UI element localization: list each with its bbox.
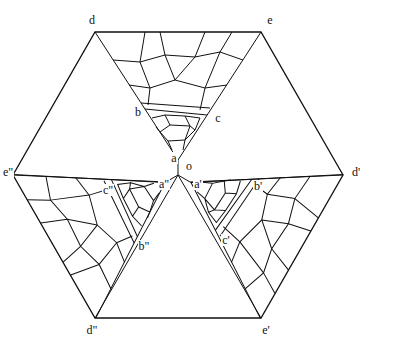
point-label: a' bbox=[193, 178, 203, 190]
point-label: c bbox=[214, 112, 221, 124]
point-label: d' bbox=[351, 166, 361, 178]
point-label: b' bbox=[253, 180, 263, 192]
point-label: b bbox=[134, 106, 142, 118]
point-label: e' bbox=[261, 324, 271, 336]
point-label: b" bbox=[138, 240, 151, 252]
point-label: c" bbox=[102, 184, 114, 196]
point-label: a" bbox=[158, 178, 170, 190]
point-label: e" bbox=[2, 166, 14, 178]
point-label: e bbox=[266, 14, 273, 26]
point-label: o bbox=[185, 160, 193, 172]
point-label: d" bbox=[86, 324, 99, 336]
point-label: d bbox=[88, 14, 96, 26]
point-label: a bbox=[170, 152, 177, 164]
point-label: c' bbox=[221, 234, 231, 246]
